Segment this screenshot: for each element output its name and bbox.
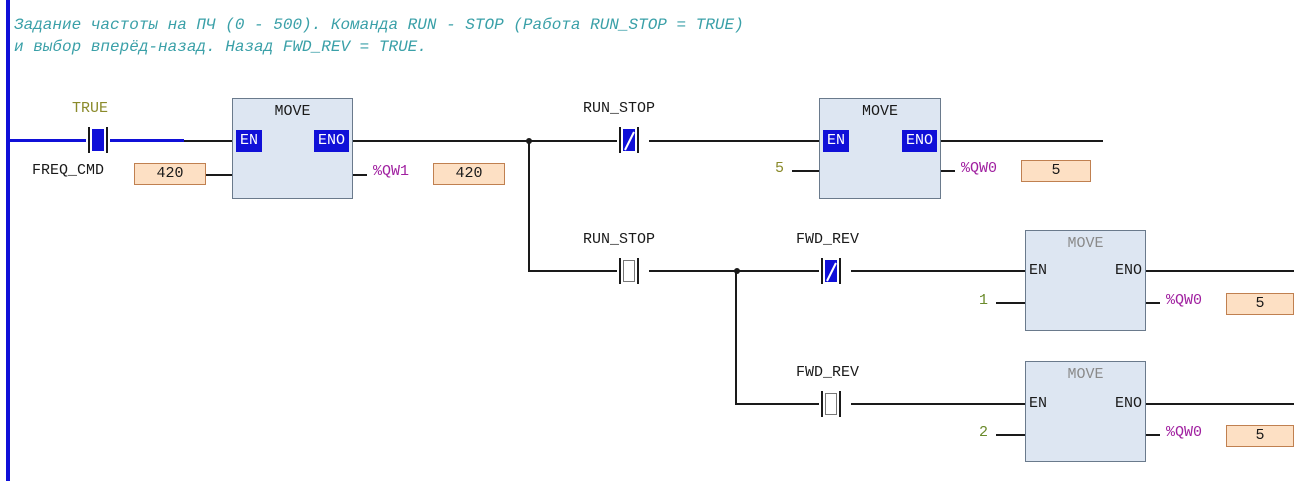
wire-move2-eno-out (941, 140, 1103, 142)
comment-line-1: Задание частоты на ПЧ (0 - 500). Команда… (14, 16, 744, 34)
move-block-3-output-address: %QW0 (1166, 292, 1203, 309)
contact-run-stop-nc-label: RUN_STOP (583, 100, 656, 117)
move-block-3-eno-pin: ENO (1114, 262, 1142, 279)
negation-slash-icon (826, 262, 837, 282)
wire-move1-eno-out (353, 140, 617, 142)
wire-true-to-move1 (184, 140, 232, 142)
move-block-2-title: MOVE (861, 103, 898, 120)
wire-branch1-to-runstop (528, 270, 617, 272)
move-block-4-eno-pin: ENO (1114, 395, 1142, 412)
move-block-2-en-pin: EN (823, 130, 850, 152)
move-block-2-output-value[interactable]: 5 (1021, 160, 1091, 182)
move-block-2-input-literal: 5 (775, 160, 785, 177)
rung-comment[interactable]: Задание частоты на ПЧ (0 - 500). Команда… (14, 14, 744, 58)
contact-fwd-rev-no[interactable] (819, 391, 843, 417)
move-block-1-en-pin: EN (236, 130, 263, 152)
negation-slash-icon (624, 131, 635, 151)
contact-run-stop-nc[interactable] (617, 127, 641, 153)
wire-lit2-to-move4 (996, 434, 1025, 436)
wire-freq-to-move1 (206, 174, 232, 176)
junction-dot-2 (734, 268, 740, 274)
wire-rail-to-true (10, 139, 86, 142)
wire-lit5-to-move2 (792, 170, 819, 172)
comment-line-2: и выбор вперёд-назад. Назад FWD_REV = TR… (14, 38, 427, 56)
wire-move2-out-stub (941, 170, 955, 172)
move-block-2[interactable]: MOVE EN ENO (819, 98, 941, 199)
move-block-3-title: MOVE (1067, 235, 1104, 252)
contact-run-stop-no[interactable] (617, 258, 641, 284)
wire-move4-eno-out (1146, 403, 1294, 405)
wire-move4-out-stub (1146, 434, 1160, 436)
move-block-1-title: MOVE (274, 103, 311, 120)
wire-move3-out-stub (1146, 302, 1160, 304)
contact-fwd-rev-nc[interactable] (819, 258, 843, 284)
move-block-1-output-value[interactable]: 420 (433, 163, 505, 185)
wire-runstop-to-move2 (649, 140, 819, 142)
move-block-4-en-pin: EN (1029, 395, 1048, 412)
move-block-3[interactable]: MOVE EN ENO (1025, 230, 1146, 331)
move-block-4[interactable]: MOVE EN ENO (1025, 361, 1146, 462)
move-block-3-input-literal: 1 (979, 292, 989, 309)
wire-fwdrev-to-move4 (851, 403, 1025, 405)
move-block-4-input-literal: 2 (979, 424, 989, 441)
move-block-3-output-value[interactable]: 5 (1226, 293, 1294, 315)
wire-true-to-move1-energized (110, 139, 184, 142)
wire-branch-down-1 (528, 141, 530, 271)
wire-lit1-to-move3 (996, 302, 1025, 304)
freq-cmd-label: FREQ_CMD (32, 162, 105, 179)
move-block-1[interactable]: MOVE EN ENO (232, 98, 353, 199)
move-block-4-output-address: %QW0 (1166, 424, 1203, 441)
move-block-2-eno-pin: ENO (901, 130, 937, 152)
contact-true-label: TRUE (72, 100, 109, 117)
contact-run-stop-no-label: RUN_STOP (583, 231, 656, 248)
move-block-4-title: MOVE (1067, 366, 1104, 383)
wire-fwdrev-to-move3 (851, 270, 1025, 272)
wire-move3-eno-out (1146, 270, 1294, 272)
move-block-1-eno-pin: ENO (313, 130, 349, 152)
contact-true[interactable] (86, 127, 110, 153)
left-power-rail (6, 0, 10, 481)
freq-cmd-value-box[interactable]: 420 (134, 163, 206, 185)
contact-fwd-rev-nc-label: FWD_REV (796, 231, 860, 248)
contact-fwd-rev-no-label: FWD_REV (796, 364, 860, 381)
move-block-1-output-address: %QW1 (373, 163, 410, 180)
move-block-4-output-value[interactable]: 5 (1226, 425, 1294, 447)
move-block-3-en-pin: EN (1029, 262, 1048, 279)
wire-move1-out-stub (353, 174, 367, 176)
wire-branch2-to-fwdrev (735, 403, 819, 405)
move-block-2-output-address: %QW0 (961, 160, 998, 177)
wire-branch-down-2 (735, 271, 737, 403)
